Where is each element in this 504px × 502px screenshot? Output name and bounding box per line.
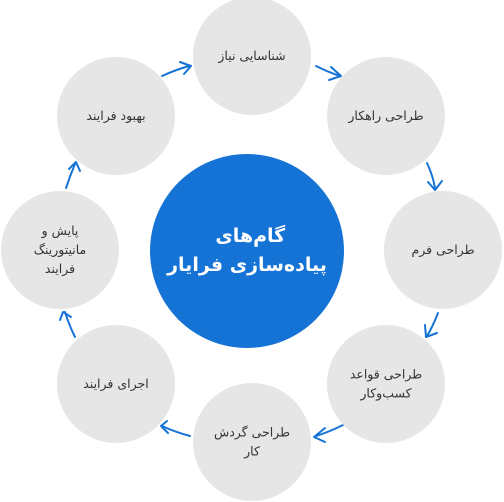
step-circle xyxy=(193,0,311,115)
arrow-shaft-6 xyxy=(65,163,76,189)
step-label-line: طراحی فرم xyxy=(411,242,474,258)
step-label: اجرای فرایند xyxy=(83,376,149,392)
arrow-shaft-4 xyxy=(161,425,191,437)
step-node-1: شناسایی نیاز xyxy=(193,0,311,115)
center-circle xyxy=(150,154,344,348)
step-circle xyxy=(1,191,119,309)
arrows-layer xyxy=(59,61,443,443)
step-label-line: فرایند xyxy=(45,261,75,277)
arrow-shaft-3 xyxy=(315,424,344,437)
arrow-shaft-2 xyxy=(426,312,439,337)
curved-arrow-icon xyxy=(313,424,344,443)
step-circle xyxy=(327,325,445,443)
step-circle xyxy=(193,383,311,501)
arrow-head-2 xyxy=(424,324,438,338)
step-label-line: بهبود فرایند xyxy=(86,108,145,124)
curved-arrow-icon xyxy=(315,65,342,81)
arrow-shaft-1 xyxy=(426,162,436,189)
step-label-line: طراحی قواعد xyxy=(350,367,422,383)
step-node-7: پایش و مانیتورینگ فرایند xyxy=(1,191,119,309)
step-label: طراحی قواعد کسب‌وکار xyxy=(350,367,422,402)
step-label-line: کسب‌وکار xyxy=(359,386,411,402)
center-title-line-1: گام‌های xyxy=(215,224,286,247)
arrow-head-1 xyxy=(427,180,443,191)
step-label: طراحی گردش کار xyxy=(214,425,290,460)
step-label-line: پایش و xyxy=(41,223,79,239)
arrow-head-3 xyxy=(313,427,326,443)
step-circle xyxy=(57,325,175,443)
step-circle xyxy=(384,191,502,309)
step-label-line: شناسایی نیاز xyxy=(217,48,285,64)
step-label-line: اجرای فرایند xyxy=(83,376,149,392)
step-label: پایش و مانیتورینگ فرایند xyxy=(34,223,86,277)
step-label: شناسایی نیاز xyxy=(217,48,285,64)
step-label: طراحی راهکار xyxy=(347,108,423,124)
step-circle xyxy=(57,57,175,175)
curved-arrow-icon xyxy=(426,162,443,191)
step-node-3: طراحی فرم xyxy=(384,191,502,309)
step-circle xyxy=(327,57,445,175)
curved-arrow-icon xyxy=(160,420,191,437)
curved-arrow-icon xyxy=(161,61,192,77)
arrow-head-4 xyxy=(160,420,169,434)
center-title: گام‌های پیاده‌سازی فرایار xyxy=(166,224,327,276)
arrow-shaft-7 xyxy=(161,65,190,77)
center-title-line-2: پیاده‌سازی فرایار xyxy=(166,254,327,276)
arrow-head-5 xyxy=(59,311,72,321)
center-layer: گام‌های پیاده‌سازی فرایار xyxy=(150,154,344,348)
step-label-line: طراحی راهکار xyxy=(347,108,423,124)
step-label-line: طراحی گردش xyxy=(214,425,290,441)
arrow-shaft-0 xyxy=(315,65,341,77)
step-node-8: بهبود فرایند xyxy=(57,57,175,175)
step-label-line: کار xyxy=(243,444,260,460)
arrow-head-6 xyxy=(68,161,81,172)
step-label: طراحی فرم xyxy=(411,242,474,258)
curved-arrow-icon xyxy=(65,161,81,189)
step-label-line: مانیتورینگ xyxy=(34,242,86,258)
step-node-4: طراحی قواعد کسب‌وکار xyxy=(327,325,445,443)
step-node-5: طراحی گردش کار xyxy=(193,383,311,501)
curved-arrow-icon xyxy=(59,311,76,338)
step-node-6: اجرای فرایند xyxy=(57,325,175,443)
arrow-head-0 xyxy=(328,66,342,81)
step-label: بهبود فرایند xyxy=(86,108,145,124)
arrow-head-7 xyxy=(179,61,192,75)
step-node-2: طراحی راهکار xyxy=(327,57,445,175)
curved-arrow-icon xyxy=(424,312,439,338)
